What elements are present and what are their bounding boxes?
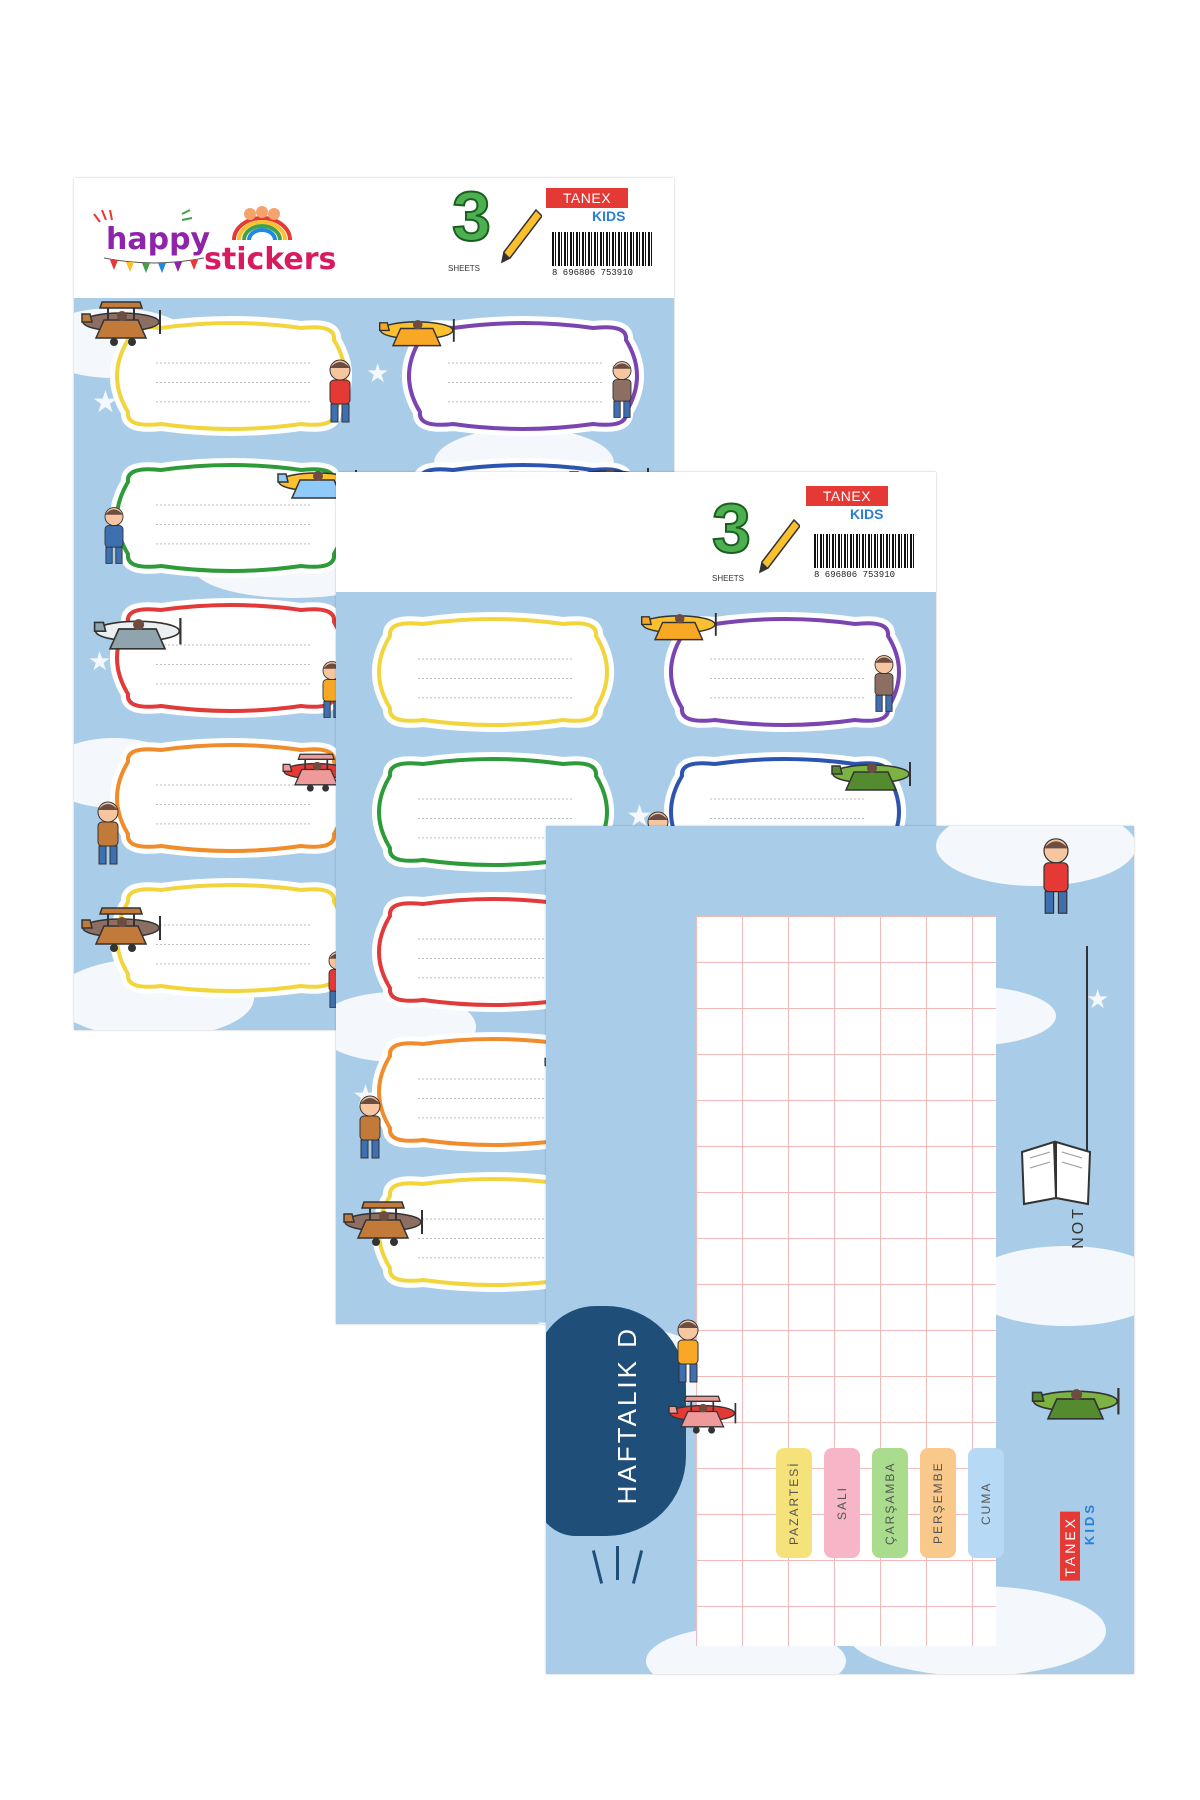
bunting-icon [104,257,204,273]
airplane-icon [831,762,911,791]
biplane-icon [81,301,161,346]
star-icon: ★ [1086,984,1110,1014]
barcode-number: 8 696806 753910 [814,570,896,580]
airplane-icon [378,319,455,347]
planner-title: HAFTALIK D [612,1326,642,1505]
day-tab[interactable]: SALI [824,1448,860,1558]
pilot-kid-icon [874,655,894,712]
sheet-count: 3 [451,178,492,256]
pilot-kid-icon [104,507,124,564]
pilot-kid-icon [612,361,632,418]
planner-title-cloud [546,1306,686,1536]
star-icon: ★ [976,1646,1003,1675]
note-label: NOT [1070,1206,1087,1249]
biplane-icon [282,753,351,792]
rainbow-icon [93,206,292,241]
planner-brand: TANEX [1060,1512,1080,1581]
name-label-sticker[interactable] [368,612,618,732]
pilot-kid-icon [1043,838,1069,914]
note-line [1086,946,1088,1186]
biplane-icon [81,907,161,952]
barcode-number: 8 696806 753910 [552,268,634,278]
brand-sub: KIDS [850,506,884,522]
biplane-icon [343,1201,423,1246]
weekly-planner-sheet: ★★★★NOT HAFTALIK D PAZARTESİSALIÇARŞAMBA… [546,826,1134,1674]
day-tab[interactable]: ÇARŞAMBA [872,1448,908,1558]
planner-brand-sub: KIDS [1082,1502,1097,1546]
sheet-count: 3 [711,488,752,568]
ray-line [616,1546,619,1580]
barcode [552,232,652,266]
barcode [814,534,914,568]
pencil-icon [500,208,542,264]
pilot-kid-icon [329,359,351,423]
airplane-icon [640,613,717,641]
pilot-kid-icon [359,1095,381,1159]
biplane-icon [668,1395,737,1434]
sheets-label: SHEETS [448,264,481,273]
name-label-sticker[interactable] [106,458,356,578]
airplane-icon [1031,1388,1120,1420]
day-tab[interactable]: PAZARTESİ [776,1448,812,1558]
pencil-icon [758,518,800,574]
pilot-kid-icon [677,1319,699,1383]
sheets-label: SHEETS [712,574,745,583]
star-icon: ★ [88,646,112,676]
brand-name: TANEX [546,188,628,208]
pilot-kid-icon [97,801,119,865]
book-icon [1020,1140,1092,1206]
logo-word-happy: happy [106,222,211,257]
day-tab[interactable]: CUMA [968,1448,1004,1558]
brand-name: TANEX [806,486,888,506]
happy-stickers-logo: happy stickers [84,200,337,280]
ray-line [591,1550,604,1584]
day-tab[interactable]: PERŞEMBE [920,1448,956,1558]
airplane-icon [93,618,182,650]
logo-word-stickers: stickers [204,242,337,277]
brand-sub: KIDS [592,208,626,224]
star-icon: ★ [366,358,390,388]
star-icon: ★ [194,996,225,1030]
ray-line [631,1550,644,1584]
cloud-icon [936,826,1134,886]
